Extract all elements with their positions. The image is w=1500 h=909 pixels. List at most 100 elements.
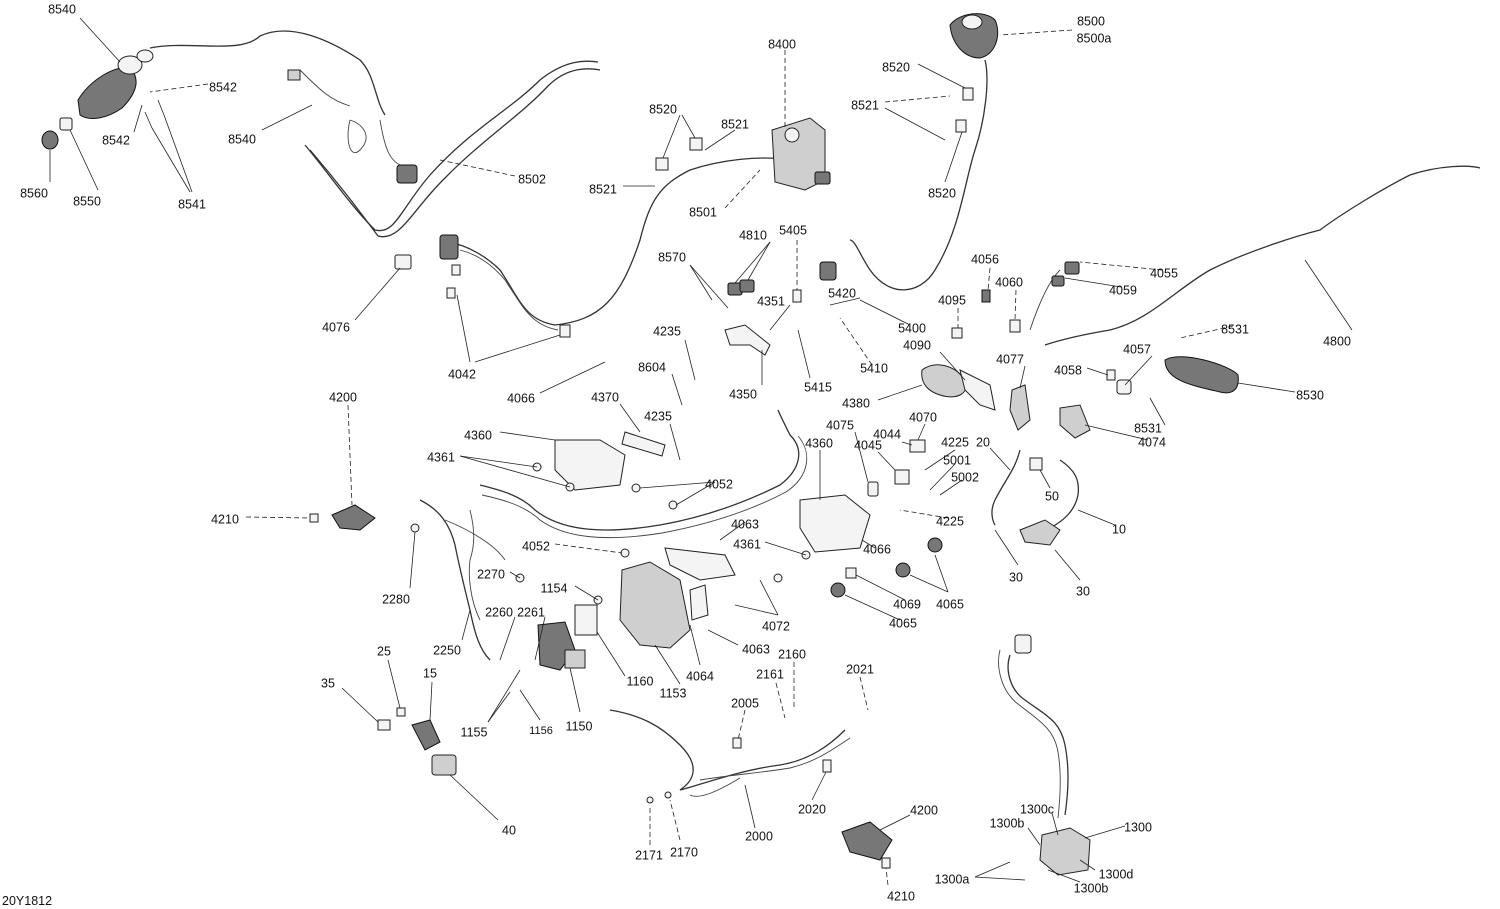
part-callout-5405: 5405	[779, 223, 807, 237]
cable-8501	[446, 157, 791, 326]
part-callout-4077: 4077	[996, 352, 1024, 366]
bracket-4350	[724, 324, 771, 356]
grip-end-8560	[41, 130, 59, 150]
part-callout-1300c: 1300c	[1020, 802, 1054, 816]
bolt-4210-left	[309, 513, 319, 523]
part-callout-4063: 4063	[742, 642, 770, 656]
part-callout-8540: 8540	[48, 2, 76, 16]
connector-4076	[394, 254, 412, 270]
part-callout-4042: 4042	[448, 367, 476, 381]
part-50	[1029, 457, 1043, 471]
part-callout-8570: 8570	[658, 250, 686, 264]
sensor-4065-b	[895, 562, 911, 578]
part-callout-10: 10	[1112, 522, 1126, 536]
part-callout-8540: 8540	[228, 132, 256, 146]
part-callout-8521: 8521	[589, 182, 617, 196]
part-callout-4058: 4058	[1054, 363, 1082, 377]
part-callout-4090: 4090	[903, 338, 931, 352]
main-harness-upper	[479, 409, 800, 531]
bracket-4380	[959, 369, 996, 411]
bracket-4200-left	[331, 504, 376, 531]
right-grip-8530	[1164, 356, 1239, 394]
nut-4052-a	[631, 483, 641, 493]
part-15	[411, 719, 441, 751]
part-callout-4360: 4360	[464, 428, 492, 442]
part-callout-1300: 1300	[1124, 820, 1152, 834]
part-callout-5002: 5002	[951, 470, 979, 484]
part-callout-8560: 8560	[20, 186, 48, 200]
part-callout-2170: 2170	[670, 845, 698, 859]
part-callout-4064: 4064	[686, 669, 714, 683]
part-callout-20: 20	[976, 435, 990, 449]
connector-4810-b	[739, 279, 755, 293]
part-callout-4370: 4370	[591, 390, 619, 404]
part-callout-8542: 8542	[102, 133, 130, 147]
part-callout-4076: 4076	[322, 320, 350, 334]
ecu-4064	[619, 561, 709, 649]
part-callout-2270: 2270	[477, 567, 505, 581]
grip-heater-cable-left	[149, 30, 386, 116]
part-callout-4350: 4350	[729, 387, 757, 401]
nut-4052-c	[668, 500, 678, 510]
part-callout-4065: 4065	[936, 597, 964, 611]
nut-2171	[646, 796, 654, 804]
part-callout-30: 30	[1009, 570, 1023, 584]
part-callout-4225: 4225	[936, 514, 964, 528]
cable-1300	[1007, 654, 1069, 816]
bolt-4210-bottom	[881, 857, 891, 869]
part-callout-8521: 8521	[851, 98, 879, 112]
connector-8540	[287, 69, 301, 81]
pins-8541	[144, 99, 165, 129]
part-callout-4210: 4210	[887, 889, 915, 903]
part-callout-5001: 5001	[943, 453, 971, 467]
connector-1300-top	[1014, 634, 1032, 654]
part-callout-4225: 4225	[941, 435, 969, 449]
clip-4042-b	[446, 287, 456, 299]
bracket-4063	[664, 547, 736, 581]
part-callout-4235: 4235	[653, 324, 681, 338]
part-callout-4361: 4361	[733, 537, 761, 551]
part-callout-8604: 8604	[638, 360, 666, 374]
part-callout-4057: 4057	[1123, 342, 1151, 356]
part-callout-2020: 2020	[798, 802, 826, 816]
part-callout-2000: 2000	[745, 829, 773, 843]
fuse-2005	[732, 737, 742, 749]
connector-8502	[396, 164, 418, 184]
part-callout-8500a: 8500a	[1077, 31, 1112, 45]
connector-5420	[819, 261, 837, 281]
nut-4361-c	[773, 573, 783, 583]
part-callout-4055: 4055	[1150, 266, 1178, 280]
nut-4052-b	[620, 548, 630, 558]
sensor-4065-c	[830, 582, 846, 598]
bracket-4200-bottom	[841, 821, 893, 861]
part-callout-4351: 4351	[757, 294, 785, 308]
cable-8501-b	[459, 249, 559, 331]
diagram-code: 20Y1812	[2, 894, 52, 908]
main-harness-left-c	[444, 519, 506, 561]
part-callout-4066: 4066	[507, 391, 535, 405]
main-harness-left-b	[468, 509, 481, 621]
module-10	[1019, 519, 1061, 546]
part-callout-8502: 8502	[518, 172, 546, 186]
part-callout-4066: 4066	[863, 542, 891, 556]
part-callout-4800: 4800	[1323, 334, 1351, 348]
main-harness-upper-b	[481, 435, 808, 539]
part-callout-30: 30	[1076, 584, 1090, 598]
part-4075	[867, 481, 879, 497]
part-callout-4095: 4095	[938, 293, 966, 307]
part-callout-2261: 2261	[517, 605, 545, 619]
part-callout-4210: 4210	[211, 512, 239, 526]
harness-8502	[304, 60, 599, 232]
clip-4042-c	[559, 324, 571, 338]
harness-2000-c	[689, 777, 741, 797]
part-callout-4200: 4200	[329, 390, 357, 404]
cable-4800-b	[1029, 269, 1061, 331]
part-callout-4810: 4810	[739, 228, 767, 242]
part-4070	[909, 439, 926, 453]
plate-1160	[574, 604, 598, 636]
box-4360-right	[799, 494, 871, 553]
part-callout-2160: 2160	[778, 647, 806, 661]
part-callout-4380: 4380	[842, 396, 870, 410]
part-callout-2005: 2005	[731, 696, 759, 710]
